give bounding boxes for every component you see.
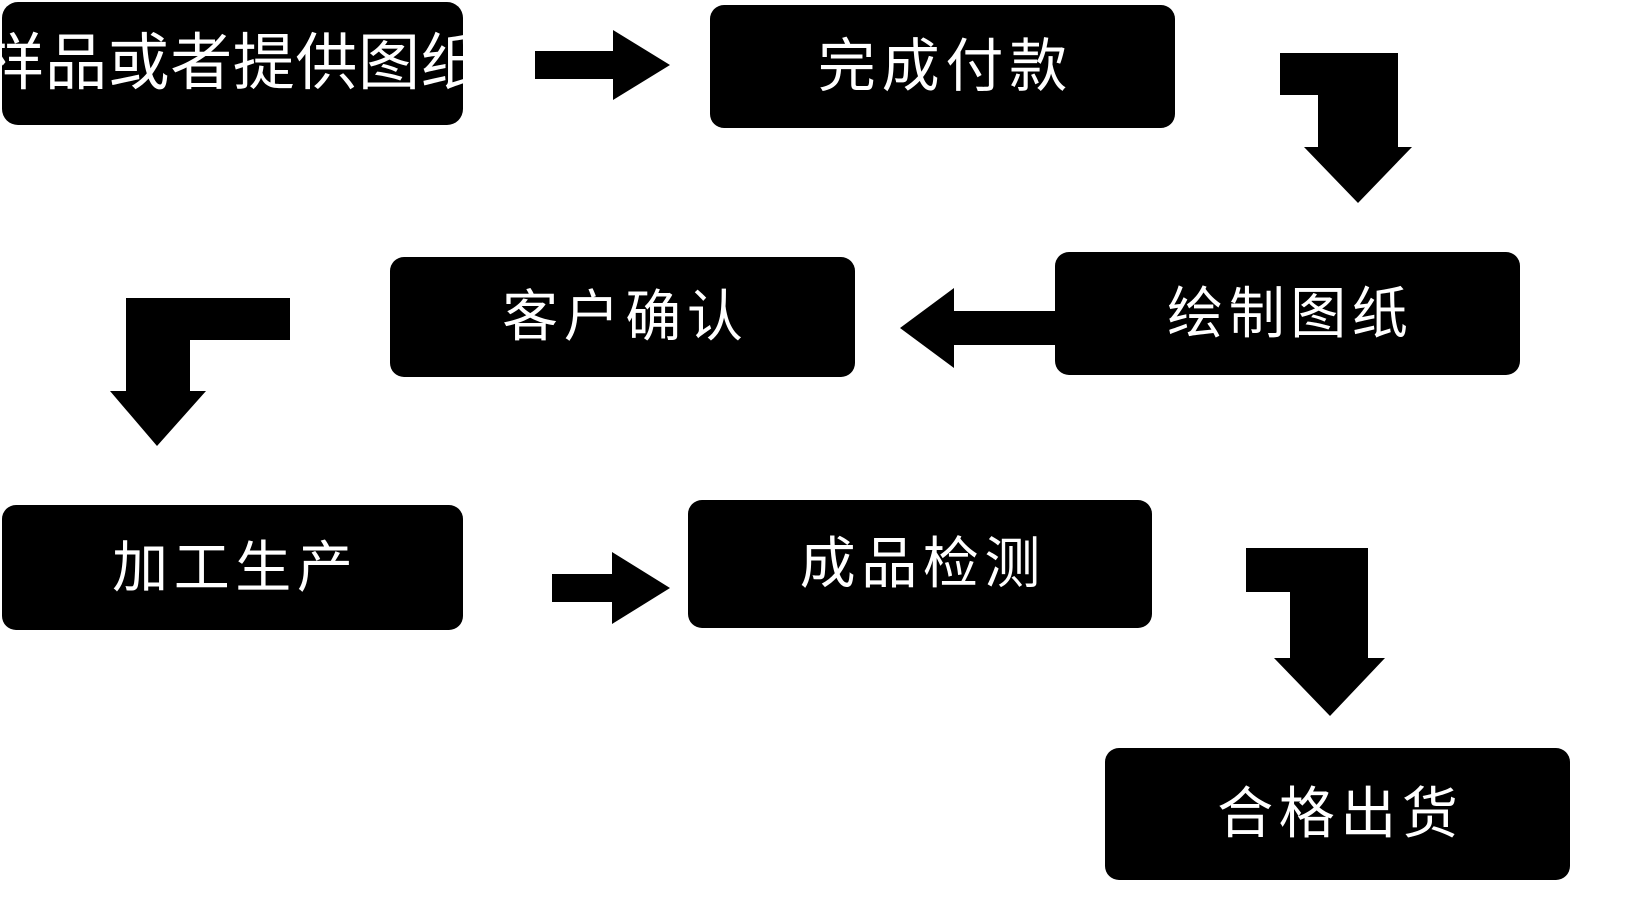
node-complete-payment-label: 完成付款 <box>817 33 1073 99</box>
node-processing-production-label: 加工生产 <box>112 535 359 599</box>
node-qualified-shipment-label: 合格出货 <box>1217 782 1464 845</box>
node-finished-product-inspection[interactable]: 成品检测 <box>688 500 1152 628</box>
node-sample-or-drawing[interactable]: 样品或者提供图纸 <box>0 2 483 125</box>
node-sample-or-drawing-label: 样品或者提供图纸 <box>0 28 484 98</box>
right-arrow-icon <box>552 552 670 624</box>
arrow-sample-to-payment <box>535 30 670 100</box>
node-customer-confirmation-label: 客户确认 <box>502 285 749 348</box>
node-complete-payment[interactable]: 完成付款 <box>710 5 1175 128</box>
node-customer-confirmation[interactable]: 客户确认 <box>390 257 855 377</box>
elbow-right-down-arrow-icon <box>1246 548 1385 716</box>
node-qualified-shipment[interactable]: 合格出货 <box>1105 748 1570 880</box>
right-arrow-icon <box>535 30 670 100</box>
node-draw-drawings-label: 绘制图纸 <box>1167 281 1414 345</box>
arrow-drawing-to-confirm <box>900 288 1060 368</box>
elbow-right-down-arrow-icon <box>1280 53 1412 203</box>
node-draw-drawings[interactable]: 绘制图纸 <box>1055 252 1520 375</box>
elbow-left-down-arrow-icon <box>110 298 290 446</box>
arrow-production-to-inspection <box>552 552 670 624</box>
left-arrow-icon <box>900 288 1060 368</box>
node-processing-production[interactable]: 加工生产 <box>2 505 463 630</box>
arrow-confirm-to-production <box>110 298 290 446</box>
arrow-inspection-to-shipment <box>1246 548 1385 716</box>
arrow-payment-to-drawing <box>1280 53 1412 203</box>
node-finished-product-inspection-label: 成品检测 <box>799 532 1046 595</box>
